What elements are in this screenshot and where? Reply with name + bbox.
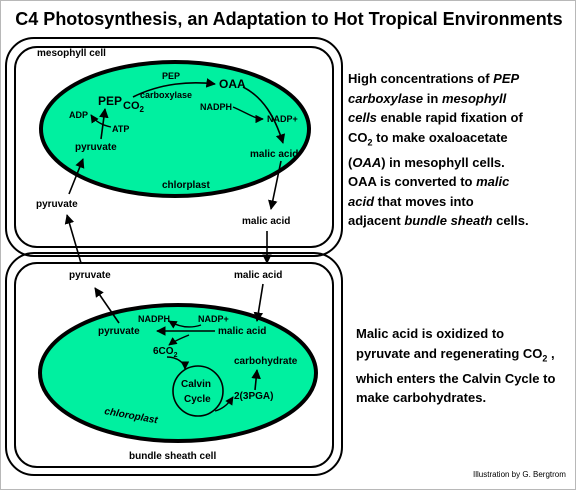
arrow-6co2-into-calvin [166,356,190,370]
arrow-pga-to-carbohydrate [251,369,261,391]
arrow-pyruvate-to-mesophyll [64,214,82,264]
bundle-sheath-explanation: Malic acid is oxidized to pyruvate and r… [356,326,556,406]
label-adp: ADP [69,110,88,120]
label-nadp-bs: NADP+ [198,314,229,324]
arrow-pyruvate-into-chloroplast [68,158,85,195]
label-atp: ATP [112,124,129,134]
bundle-sheath-chloroplast [38,303,318,443]
bundle-sheath-outer-wall [5,252,343,476]
bundle-sheath-cell-label: bundle sheath cell [129,451,216,462]
arrow-oaa-to-malic [242,86,286,144]
calvin-cycle-label-2: Cycle [184,394,211,405]
arrow-pep-carboxylase [132,78,216,98]
label-carbohydrate: carbohydrate [234,356,298,367]
label-pga: 2(3PGA) [234,391,273,402]
label-co2-meso: CO2 [123,100,145,114]
arrow-pyruvate-out-of-chloroplast [94,287,120,324]
arrow-atp-to-adp [90,114,112,128]
label-nadp-meso: NADP+ [267,114,298,124]
label-nadph-meso: NADPH [200,102,232,112]
label-nadph-bs: NADPH [138,314,170,324]
label-oaa: OAA [219,77,246,91]
mesophyll-chloroplast [39,60,311,198]
label-pep-small: PEP [162,71,180,81]
label-pyruvate-meso: pyruvate [75,142,117,153]
mesophyll-cell-inner-wall [14,46,334,248]
arrow-malic-to-6co2 [168,334,190,346]
mesophyll-explanation: High concentrations of PEP carboxylase i… [348,71,529,229]
label-malic-acid-bs: malic acid [218,326,266,337]
label-carboxylase: carboxylase [140,90,192,100]
mesophyll-chloroplast-label: chlorplast [162,180,210,191]
calvin-cycle-circle [172,365,224,417]
label-6co2: 6CO2 [153,346,178,359]
arrow-malic-out-of-chloroplast [268,160,282,210]
bundle-sheath-inner-wall [14,262,334,468]
page-title: C4 Photosynthesis, an Adaptation to Hot … [15,9,563,29]
mesophyll-cell-label: mesophyll cell [37,48,106,59]
label-pyruvate-bs: pyruvate [98,326,140,337]
label-pyruvate-transfer: pyruvate [69,270,111,281]
calvin-cycle-label-1: Calvin [181,379,211,390]
mesophyll-cell-outer-wall [5,37,343,257]
label-pep-large: PEP [98,94,122,108]
arrow-nadph-to-nadp [232,106,264,124]
label-malic-acid-meso-cytosol: malic acid [242,216,290,227]
arrow-calvin-to-pga [214,396,234,412]
illustration-credit: Illustration by G. Bergtrom [473,470,566,479]
arrow-nadp-to-nadph [168,320,202,329]
label-pyruvate-meso-cytosol: pyruvate [36,199,78,210]
arrow-malic-into-chloroplast [253,283,264,322]
label-malic-acid-meso: malic acid [250,149,298,160]
label-malic-acid-transfer: malic acid [234,270,282,281]
